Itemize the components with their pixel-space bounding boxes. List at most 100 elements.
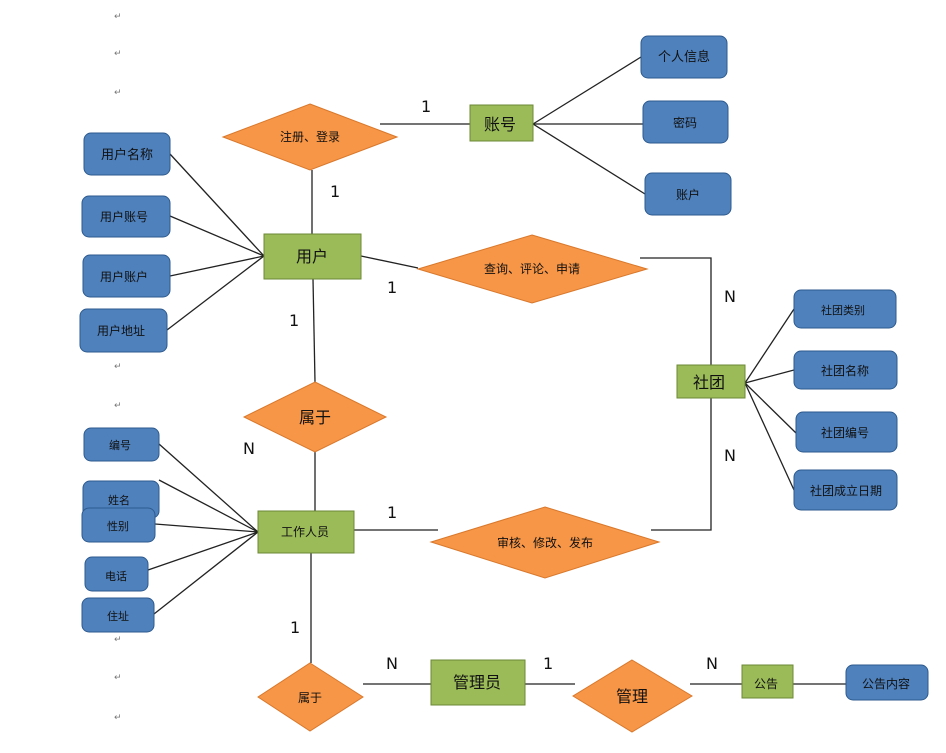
entity-user-label: 用户 [296, 247, 328, 266]
return-mark: ↵ [114, 673, 122, 683]
attr-notice-content: 公告内容 [845, 664, 929, 701]
line-review-club [651, 398, 712, 531]
line-user-address [166, 255, 265, 331]
line-club-category [744, 308, 795, 384]
entity-club: 社团 [676, 364, 746, 399]
cardinality-register-account: 1 [421, 97, 431, 116]
relation-review-edit-publish: 审核、修改、发布 [429, 506, 661, 579]
line-club-name [744, 369, 795, 384]
attr-club-name-label: 社团名称 [821, 363, 869, 378]
relation-belongs-1: 属于 [242, 381, 388, 453]
attr-club-date-label: 社团成立日期 [810, 483, 882, 498]
relation-register-login-label: 注册、登录 [280, 129, 340, 144]
attr-staff-number: 编号 [83, 427, 160, 462]
attr-user-address: 用户地址 [79, 308, 168, 353]
attr-account-password-label: 密码 [673, 115, 697, 130]
return-mark: ↵ [114, 635, 122, 645]
attr-staff-address-label: 住址 [107, 609, 129, 623]
relation-belongs-1-label: 属于 [299, 408, 331, 427]
line-user-belongs [312, 278, 316, 383]
cardinality-manage-notice: N [706, 654, 718, 673]
entity-account: 账号 [469, 104, 534, 142]
attr-account-account: 账户 [644, 172, 732, 216]
attr-user-name: 用户名称 [83, 132, 171, 176]
attr-club-category: 社团类别 [793, 289, 897, 329]
attr-staff-phone-label: 电话 [105, 570, 127, 583]
relation-register-login: 注册、登录 [221, 103, 399, 171]
line-club-number [744, 382, 797, 434]
return-mark: ↵ [114, 49, 122, 59]
entity-club-label: 社团 [693, 373, 725, 392]
cardinality-manage-admin: 1 [543, 654, 553, 673]
return-mark: ↵ [114, 401, 122, 411]
entity-user: 用户 [263, 233, 362, 280]
attr-club-name: 社团名称 [793, 350, 898, 390]
line-staff-address [153, 531, 259, 615]
cardinality-review-club: N [724, 446, 736, 465]
relation-belongs-2: 属于 [257, 662, 364, 732]
attr-staff-address: 住址 [81, 597, 155, 633]
cardinality-belongs-admin: N [386, 654, 398, 673]
attr-staff-phone: 电话 [84, 556, 149, 592]
cardinality-user-belongs: 1 [289, 311, 299, 330]
relation-manage-label: 管理 [616, 687, 648, 706]
return-mark: ↵ [114, 362, 122, 372]
cardinality-labels: 1 1 1 N 1 N 1 N 1 N 1 N [243, 97, 736, 673]
attributes: 个人信息 密码 账户 用户名称 用户账号 用户账户 用户地址 [79, 35, 929, 701]
entities: 账号 用户 社团 工作人员 管理员 公告 [257, 104, 794, 706]
line-staff-number [158, 443, 259, 533]
attr-staff-name-label: 姓名 [108, 493, 130, 507]
relation-query-comment-apply: 查询、评论、申请 [416, 234, 649, 304]
line-user-account-no [169, 215, 265, 257]
line-staff-gender [154, 523, 259, 533]
cardinality-query-club: N [724, 287, 736, 306]
cardinality-register-user: 1 [330, 182, 340, 201]
attr-club-number: 社团编号 [795, 411, 898, 453]
relationships: 注册、登录 查询、评论、申请 属于 审核、修改、发布 属于 管理 [221, 103, 693, 733]
entity-admin: 管理员 [430, 659, 526, 706]
attr-account-password: 密码 [642, 100, 729, 144]
attr-notice-content-label: 公告内容 [862, 676, 910, 691]
entity-staff: 工作人员 [257, 510, 355, 554]
connector-lines [147, 56, 846, 685]
line-user-name [169, 153, 265, 257]
return-mark: ↵ [114, 88, 122, 98]
entity-notice-label: 公告 [754, 677, 778, 691]
cardinality-query-user: 1 [387, 278, 397, 297]
relation-belongs-2-label: 属于 [298, 691, 322, 705]
line-staff-phone [147, 531, 259, 571]
attr-staff-gender-label: 性别 [107, 519, 129, 533]
line-user-account [169, 255, 265, 277]
attr-user-name-label: 用户名称 [101, 147, 153, 163]
attr-user-account: 用户账户 [82, 254, 171, 298]
attr-staff-number-label: 编号 [109, 438, 131, 452]
entity-account-label: 账号 [484, 115, 516, 134]
relation-query-comment-apply-label: 查询、评论、申请 [484, 262, 580, 276]
attr-account-account-label: 账户 [676, 187, 700, 202]
attr-user-account-label: 用户账户 [100, 269, 148, 284]
line-query-club [640, 257, 712, 365]
attr-user-account-no-label: 用户账号 [100, 209, 148, 224]
entity-staff-label: 工作人员 [281, 525, 329, 539]
attr-club-date: 社团成立日期 [793, 469, 898, 511]
cardinality-belongs-staff: N [243, 439, 255, 458]
attr-user-address-label: 用户地址 [97, 323, 145, 338]
line-account-info [532, 56, 642, 125]
attr-club-category-label: 社团类别 [821, 303, 865, 317]
cardinality-staff-belongs: 1 [290, 618, 300, 637]
attr-staff-gender: 性别 [81, 507, 156, 543]
return-marks: ↵ ↵ ↵ ↵ ↵ ↵ ↵ ↵ [114, 12, 122, 723]
entity-admin-label: 管理员 [453, 673, 501, 692]
line-club-date [744, 382, 795, 491]
return-mark: ↵ [114, 713, 122, 723]
return-mark: ↵ [114, 12, 122, 22]
attr-user-account-no: 用户账号 [81, 195, 171, 238]
cardinality-review-staff: 1 [387, 503, 397, 522]
line-user-query [360, 255, 419, 269]
entity-notice: 公告 [741, 664, 794, 699]
attr-account-info-label: 个人信息 [658, 49, 710, 65]
attr-account-info: 个人信息 [640, 35, 728, 79]
line-staff-name [158, 479, 259, 533]
relation-manage: 管理 [572, 659, 693, 733]
